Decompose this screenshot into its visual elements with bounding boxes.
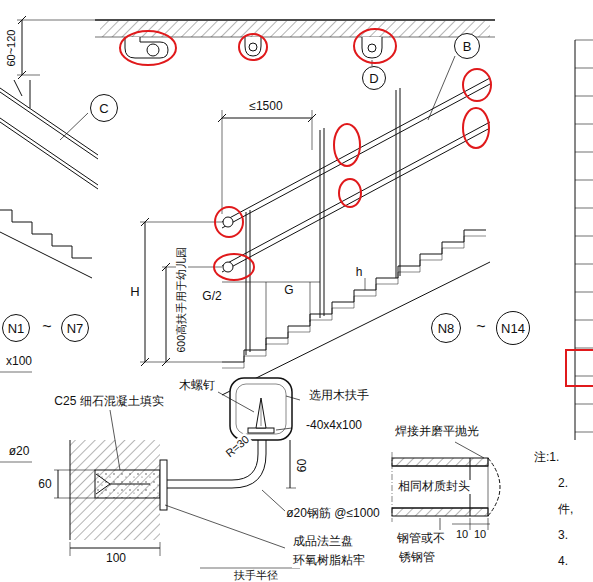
- dimension-label: 锈钢管: [398, 551, 436, 564]
- dimension-label: 600高扶手用于幼儿园: [176, 246, 188, 354]
- dimension-label: H: [129, 285, 140, 299]
- dimension-label: 60: [296, 458, 309, 473]
- dimension-label: ~: [475, 318, 486, 336]
- stair-type-callout: N1: [2, 314, 30, 342]
- dimension-label: G/2: [201, 290, 222, 303]
- dimension-label: 60~120: [5, 28, 17, 67]
- callout-letter: N8: [438, 322, 455, 335]
- detail-callout: D: [362, 66, 386, 90]
- callout-letter: N1: [8, 322, 25, 335]
- callout-letter: N14: [501, 322, 525, 335]
- dimension-label: 成品法兰盘: [292, 535, 354, 548]
- dimension-label: ≤1500: [248, 100, 283, 113]
- callout-letter: C: [99, 102, 108, 115]
- callout-letter: B: [463, 40, 472, 53]
- note-text: 2.: [557, 477, 569, 490]
- dimension-label: 相同材质封头: [397, 480, 471, 493]
- callout-letter: D: [369, 72, 378, 85]
- dimension-label: 木螺钉: [178, 379, 216, 392]
- dimension-label: ~: [41, 318, 52, 336]
- dimension-label: 扶手半径: [233, 569, 279, 581]
- dimension-label: 钢管或不: [396, 532, 446, 545]
- dimension-label: 100: [105, 552, 127, 565]
- dimension-label: G: [283, 284, 294, 297]
- dimension-label: ø20钢筋 @≤1000: [285, 507, 380, 520]
- note-text: 件,: [557, 503, 574, 516]
- stair-type-callout: N7: [61, 314, 89, 342]
- note-text: 3.: [557, 529, 569, 542]
- dimension-label: 选用木扶手: [308, 389, 370, 402]
- dimension-label: 10: [455, 528, 469, 540]
- callout-letter: N7: [67, 322, 84, 335]
- stair-type-callout: N14: [496, 311, 530, 345]
- detail-callout: C: [90, 94, 118, 122]
- detail-callout: B: [454, 33, 480, 59]
- dimension-label: 焊接并磨平抛光: [394, 425, 480, 438]
- dimension-label: -40x4x100: [305, 419, 363, 432]
- dimension-label: 60: [37, 478, 52, 491]
- dimension-label: ø20: [8, 445, 31, 458]
- dimension-label: h: [355, 266, 364, 279]
- dimension-label: 环氧树脂粘牢: [292, 554, 366, 567]
- dimension-label: 10: [473, 528, 487, 540]
- dimension-label: x100: [5, 355, 33, 368]
- stair-type-callout: N8: [431, 313, 461, 343]
- note-text: 4.: [557, 555, 569, 568]
- note-text: 注:1.: [534, 451, 559, 464]
- dimension-label: C25 细石混凝土填实: [53, 395, 164, 408]
